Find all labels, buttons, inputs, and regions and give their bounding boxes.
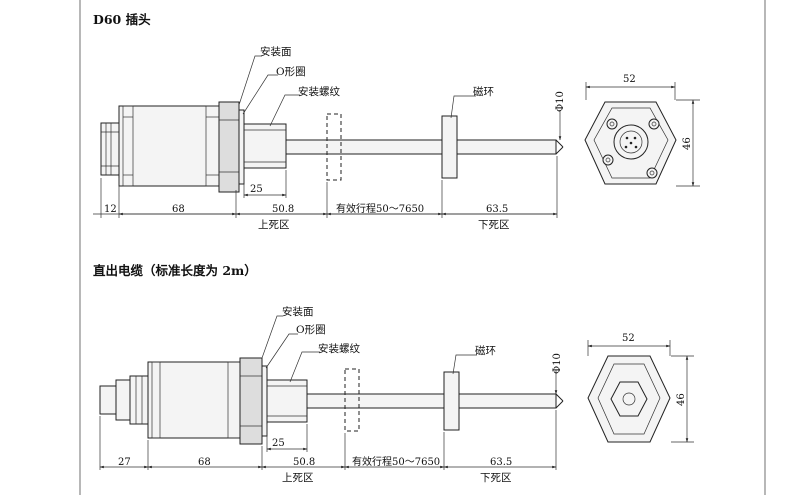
bottom-label-o-ring: O形圈 <box>296 324 326 336</box>
top-mount-thread <box>243 123 287 169</box>
bottom-cable-gland <box>99 375 149 425</box>
top-label-mount-thread: 安装螺纹 <box>298 85 340 98</box>
top-dim-50-8: 50.8 <box>272 204 294 215</box>
leader-magnet-ring <box>450 95 476 119</box>
top-title: D60 插头 <box>93 12 151 27</box>
leader-mount-thread-2 <box>289 351 320 383</box>
top-label-o-ring: O形圈 <box>276 66 306 78</box>
top-rod <box>285 139 564 155</box>
top-label-diameter: Φ10 <box>555 91 566 112</box>
bottom-flange <box>239 357 268 445</box>
top-flange <box>218 101 245 193</box>
bottom-label-diameter: Φ10 <box>552 353 563 374</box>
top-dim-stroke: 有效行程50～7650 <box>336 202 424 215</box>
top-dead-zone-bottom: 下死区 <box>478 219 510 231</box>
top-magnet-ring <box>441 115 458 179</box>
leader-magnet-ring-2 <box>452 354 477 375</box>
bottom-housing <box>147 361 241 439</box>
leader-mount-face <box>238 55 262 106</box>
bottom-mount-thread <box>266 379 308 423</box>
bottom-dim-63-5: 63.5 <box>490 457 512 468</box>
leader-o-ring <box>242 74 278 115</box>
bottom-dim-46: 46 <box>676 393 687 406</box>
bottom-dim-52: 52 <box>622 333 635 344</box>
bottom-dim-68: 68 <box>198 457 211 468</box>
bottom-dim-25: 25 <box>272 438 285 449</box>
bottom-label-magnet-ring: 磁环 <box>475 344 496 357</box>
bottom-dim-27: 27 <box>118 457 131 468</box>
bottom-magnet-ring <box>443 371 460 431</box>
top-dim-12: 12 <box>104 204 117 215</box>
bottom-end-view: 52 46 <box>587 333 694 443</box>
bottom-dead-zone-bottom: 下死区 <box>480 472 512 484</box>
leader-mount-thread <box>269 94 300 127</box>
bottom-title: 直出电缆（标准长度为 2m） <box>93 263 257 278</box>
top-magnet-dashed <box>326 113 342 181</box>
top-dead-zone-top: 上死区 <box>258 219 290 231</box>
bottom-rod <box>306 393 564 409</box>
top-label-magnet-ring: 磁环 <box>473 85 494 98</box>
top-housing <box>118 105 220 187</box>
bottom-label-mount-face: 安装面 <box>282 305 314 318</box>
bottom-dim-50-8: 50.8 <box>293 457 315 468</box>
top-connector-plug <box>100 122 120 176</box>
bottom-dead-zone-top: 上死区 <box>282 472 314 484</box>
top-dim-25: 25 <box>250 184 263 195</box>
top-label-mount-face: 安装面 <box>260 45 292 58</box>
top-dim-63-5: 63.5 <box>486 204 508 215</box>
top-dim-68: 68 <box>172 204 185 215</box>
bottom-drawing: 直出电缆（标准长度为 2m） <box>93 263 694 484</box>
top-dim-52: 52 <box>623 74 636 85</box>
top-dim-46: 46 <box>682 137 693 150</box>
bottom-dim-stroke: 有效行程50～7650 <box>352 455 440 468</box>
bottom-magnet-dashed <box>344 368 360 432</box>
leader-o-ring-2 <box>265 333 298 369</box>
top-end-view: 52 46 <box>584 74 700 187</box>
leader-mount-face-2 <box>261 315 283 359</box>
top-drawing: D60 插头 <box>93 12 700 231</box>
bottom-label-mount-thread: 安装螺纹 <box>318 342 360 355</box>
